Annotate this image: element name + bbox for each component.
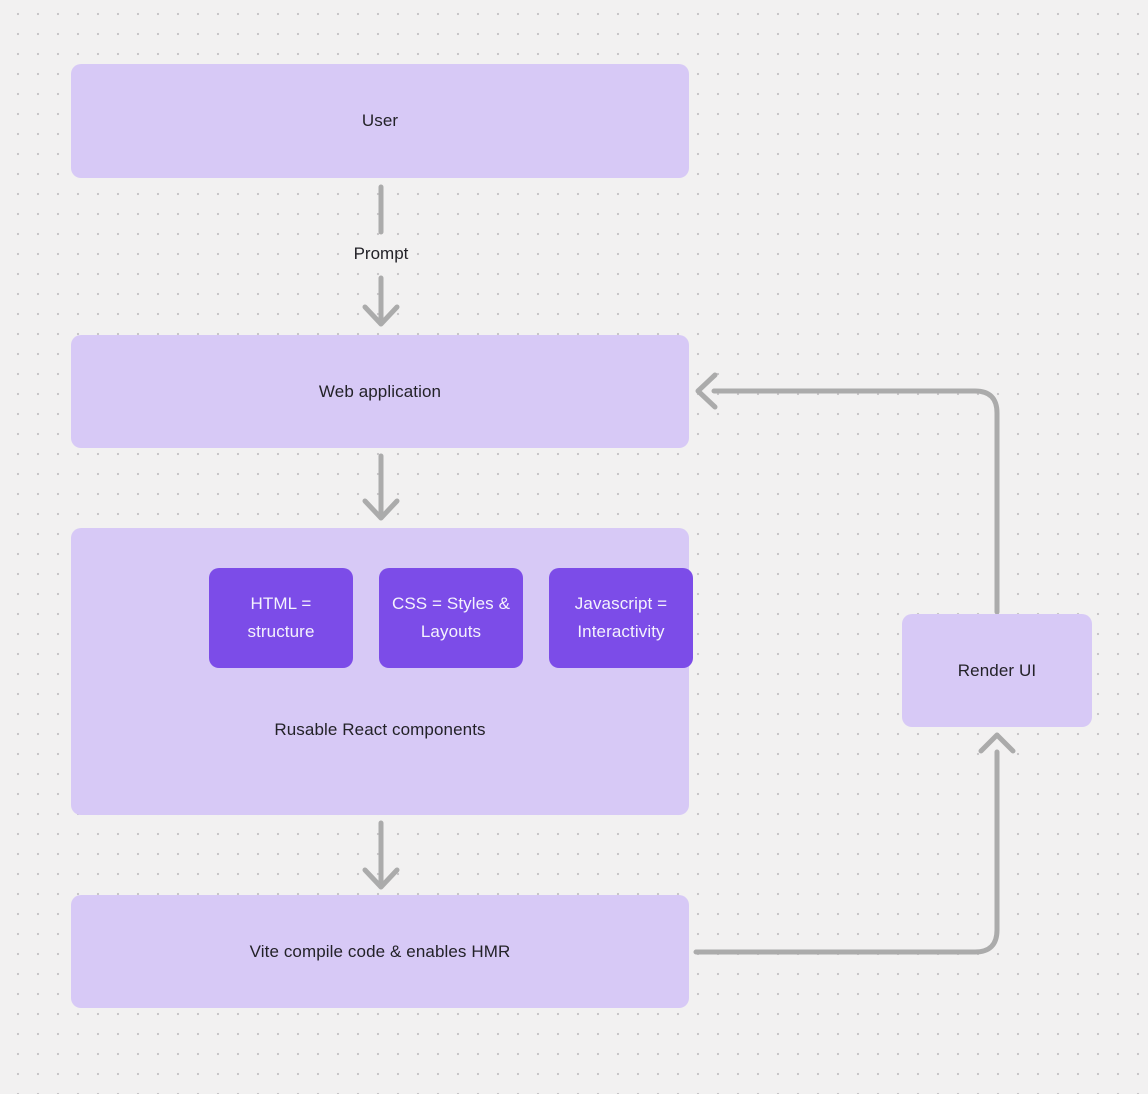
node-css-label: CSS = Styles & Layouts	[391, 594, 511, 641]
node-render-ui: Render UI	[902, 614, 1092, 727]
node-vite: Vite compile code & enables HMR	[71, 895, 689, 1008]
arrowhead-down-webapp	[362, 304, 400, 327]
edge-label-prompt: Prompt	[353, 244, 409, 263]
node-web-application: Web application	[71, 335, 689, 448]
node-vite-label: Vite compile code & enables HMR	[249, 941, 511, 961]
node-javascript-label: Javascript = Interactivity	[574, 594, 668, 641]
node-user: User	[71, 64, 689, 178]
arrowhead-down-vite	[362, 867, 400, 890]
node-html: HTML = structure	[209, 568, 353, 668]
arrowhead-up-render	[978, 732, 1016, 754]
arrowhead-left-webapp	[695, 372, 718, 410]
node-javascript: Javascript = Interactivity	[549, 568, 693, 668]
node-html-label: HTML = structure	[247, 594, 315, 641]
group-react-components: HTML = structure CSS = Styles & Layouts …	[71, 528, 693, 815]
edge-render-webapp	[711, 388, 1000, 615]
node-user-label: User	[361, 111, 399, 130]
node-render-ui-label: Render UI	[957, 660, 1037, 680]
arrowhead-down-components	[362, 498, 400, 521]
edge-vite-render	[693, 749, 1000, 955]
group-react-components-label: Rusable React components	[274, 720, 486, 739]
node-web-application-label: Web application	[318, 381, 442, 401]
node-css: CSS = Styles & Layouts	[379, 568, 523, 668]
